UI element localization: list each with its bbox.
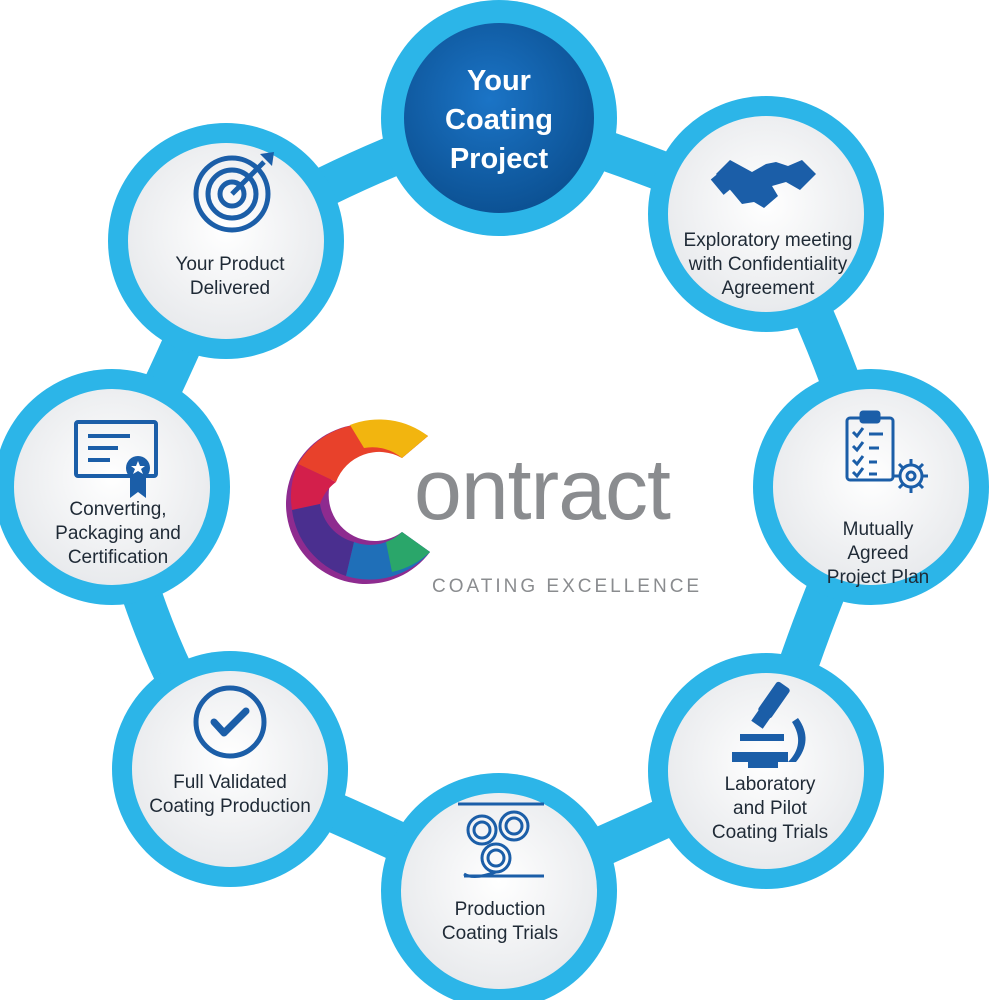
step-label-production-trials: Production Coating Trials <box>441 899 559 944</box>
step-label-converting-packaging: Converting, Packaging and Certification <box>55 499 181 568</box>
step-label-full-validated-production: Full Validated Coating Production <box>149 772 311 817</box>
clipboard-gear-icon <box>845 410 928 493</box>
contract-logo-mark <box>286 419 430 584</box>
checkmark-circle-icon <box>193 685 267 759</box>
microscope-icon <box>732 681 806 768</box>
step-label-exploratory-meeting: Exploratory meeting with Confidentiality… <box>683 230 853 299</box>
step-label-project-plan: Mutually Agreed Project Plan <box>826 519 930 588</box>
center-title: Your Coating Project <box>445 65 553 175</box>
node-project-plan <box>753 369 989 605</box>
node-product-delivered <box>108 123 344 359</box>
brand-tagline: COATING EXCELLENCE <box>432 576 703 597</box>
rollers-icon <box>458 802 544 879</box>
node-your-coating-project <box>381 0 617 236</box>
brand-name: ontract <box>414 442 671 538</box>
target-icon <box>193 152 274 233</box>
node-full-validated-production <box>112 651 348 887</box>
node-converting-packaging <box>0 369 230 605</box>
handshake-icon <box>710 160 816 208</box>
node-production-trials <box>381 773 617 1000</box>
step-label-laboratory-trials: Laboratory and Pilot Coating Trials <box>711 774 829 843</box>
node-laboratory-trials <box>648 653 884 889</box>
certificate-icon <box>74 420 158 498</box>
step-label-product-delivered: Your Product Delivered <box>175 254 285 299</box>
node-exploratory-meeting <box>648 96 884 332</box>
